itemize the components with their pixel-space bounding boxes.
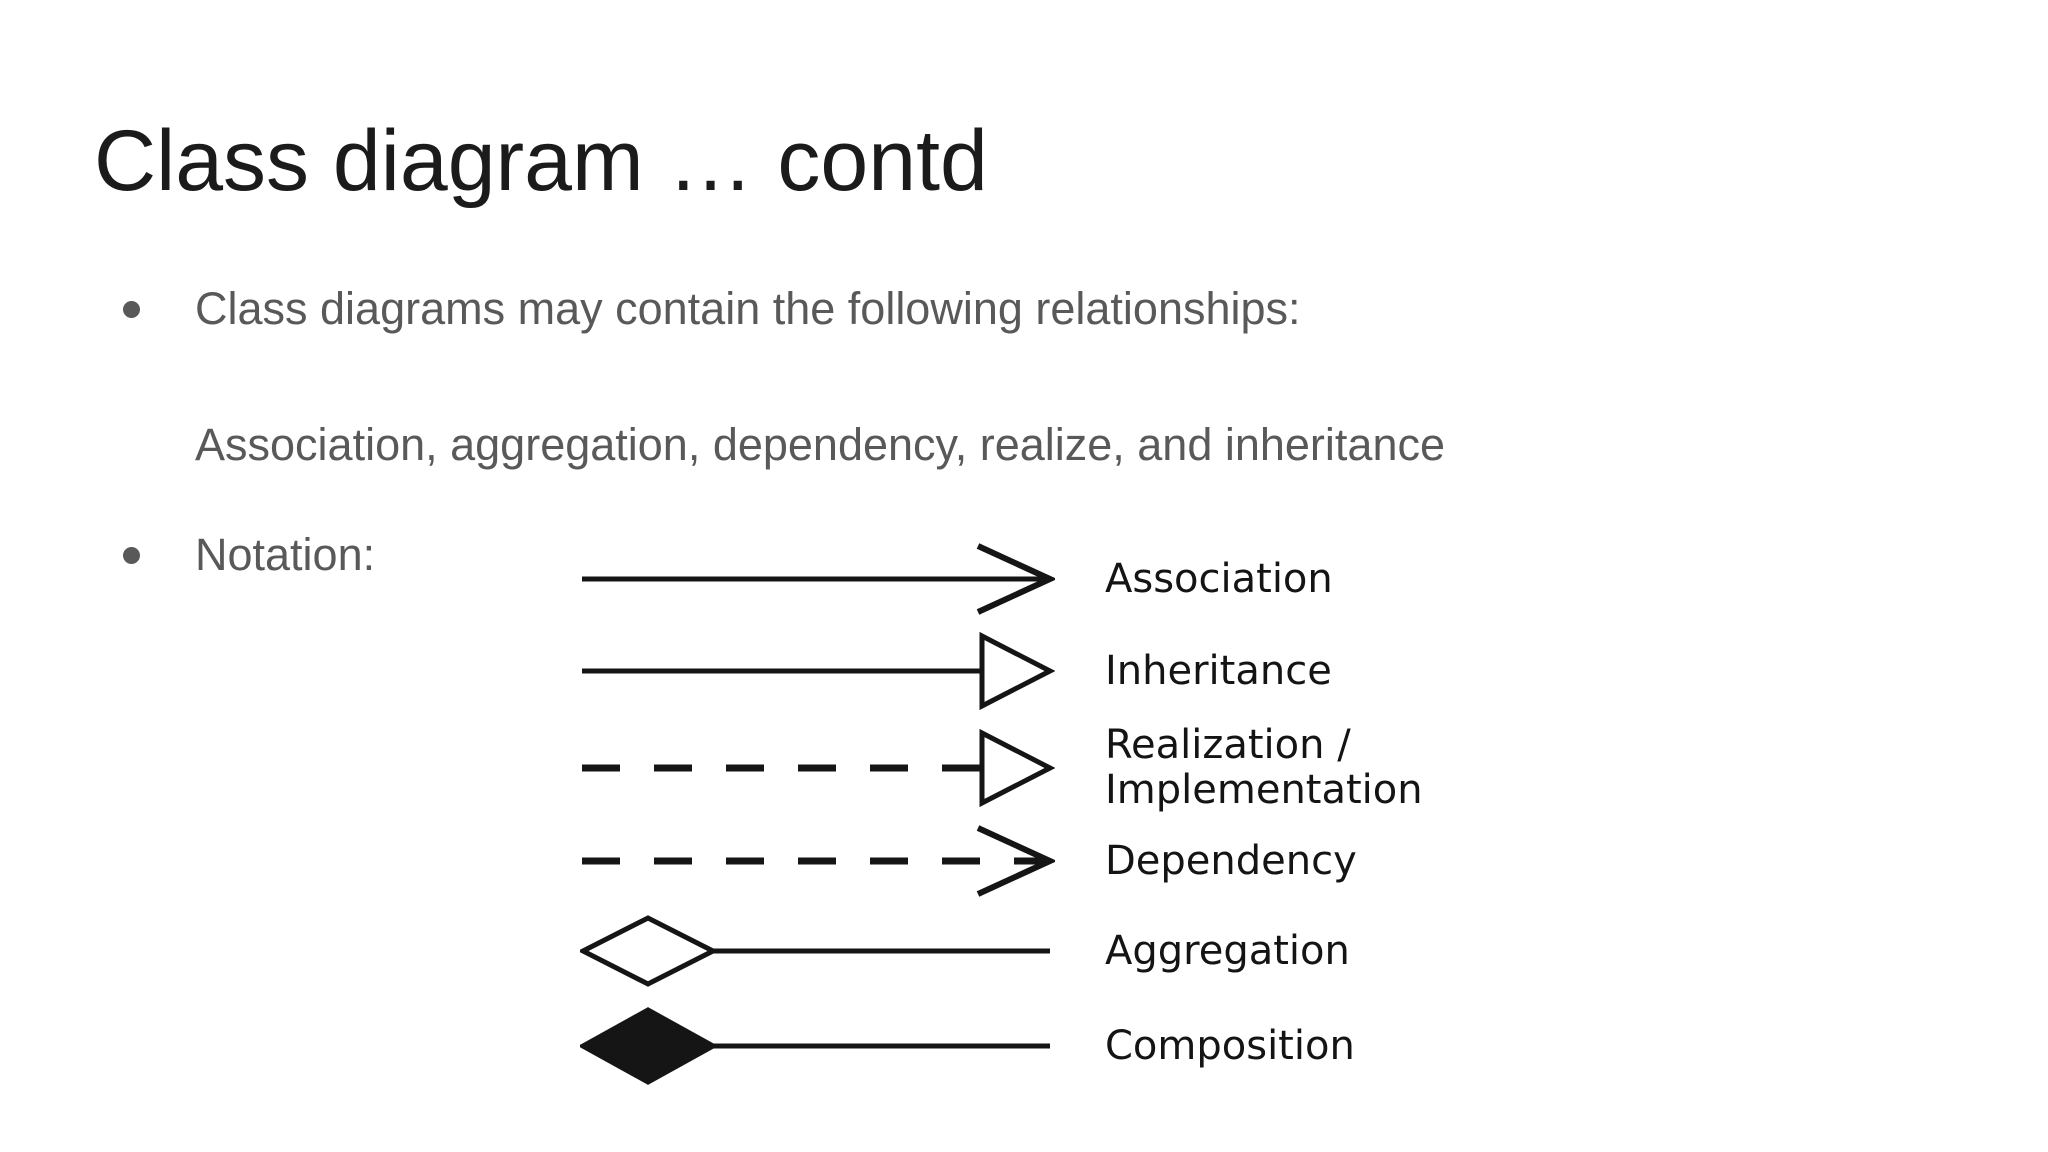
inheritance-arrow-icon xyxy=(582,631,1055,711)
bullet-text: Class diagrams may contain the following… xyxy=(195,283,1301,334)
composition-diamond-icon xyxy=(580,1007,1050,1085)
legend-label: Dependency xyxy=(1105,837,1357,884)
bullet-text: Notation: xyxy=(195,529,376,580)
page-title: Class diagram … contd xyxy=(94,113,988,209)
legend-row-inheritance: Inheritance xyxy=(580,626,1332,716)
legend-row-association: Association xyxy=(580,534,1333,624)
bullet-item-relationships: Class diagrams may contain the following… xyxy=(123,282,1301,336)
dependency-arrow-icon xyxy=(582,825,1055,897)
bullet-continuation-text: Association, aggregation, dependency, re… xyxy=(195,419,1446,470)
bullet-dot xyxy=(123,546,140,564)
legend-row-composition: Composition xyxy=(580,1001,1355,1091)
legend-row-dependency: Dependency xyxy=(580,816,1357,906)
bullet-dot xyxy=(123,300,140,318)
bullet-item-notation: Notation: xyxy=(123,528,375,582)
legend-label: Inheritance xyxy=(1105,647,1332,694)
legend-label: Composition xyxy=(1105,1022,1355,1069)
legend-label: Association xyxy=(1105,555,1333,602)
legend-label: Realization / Implementation xyxy=(1105,722,1423,813)
legend-row-aggregation: Aggregation xyxy=(580,906,1350,996)
aggregation-diamond-icon xyxy=(580,915,1050,987)
realization-arrow-icon xyxy=(582,728,1055,808)
legend-row-realization: Realization / Implementation xyxy=(580,723,1423,813)
legend-label: Aggregation xyxy=(1105,927,1350,974)
association-arrow-icon xyxy=(582,543,1055,615)
